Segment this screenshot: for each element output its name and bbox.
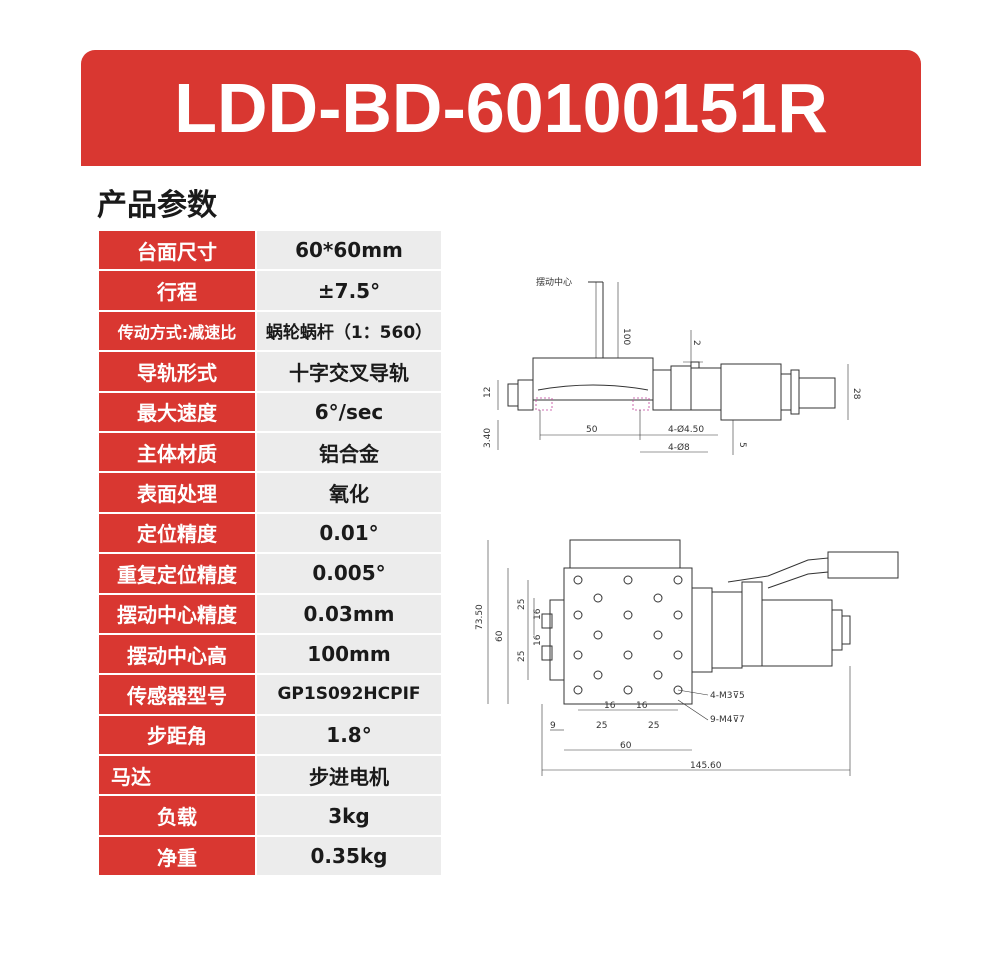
dim-label: 60 <box>620 741 632 751</box>
spec-value: 3kg <box>255 794 443 837</box>
swing-center-label: 摆动中心 <box>536 276 572 288</box>
product-model-title: LDD-BD-60100151R <box>174 69 828 147</box>
spec-value: 十字交叉导轨 <box>255 350 443 393</box>
dim-label: 2 <box>691 340 701 346</box>
spec-label: 传感器型号 <box>97 673 257 716</box>
dim-label: 60 <box>495 630 505 642</box>
table-row: 传动方式:减速比 蜗轮蜗杆（1：560） <box>97 309 443 353</box>
dim-label: 16 <box>533 608 543 620</box>
spec-label: 重复定位精度 <box>97 552 257 595</box>
spec-value: 铝合金 <box>255 430 443 474</box>
dim-label: 16 <box>604 701 616 711</box>
dim-label: 25 <box>517 651 527 662</box>
side-view-labels: 摆动中心 100 2 12 28 3.40 50 4-Ø4.50 4-Ø8 5 <box>483 276 861 453</box>
dim-label: 25 <box>517 599 527 610</box>
dim-label: 25 <box>648 721 659 731</box>
spec-value: 蜗轮蜗杆（1：560） <box>255 309 443 353</box>
spec-value: 0.03mm <box>255 592 443 635</box>
dim-label: 16 <box>533 634 543 646</box>
spec-label: 定位精度 <box>97 511 257 555</box>
spec-value: 氧化 <box>255 471 443 514</box>
table-row: 行程 ±7.5° <box>97 269 443 312</box>
dim-label: 4-M3⊽5 <box>710 691 745 701</box>
spec-value: 1.8° <box>255 713 443 757</box>
spec-label: 传动方式:减速比 <box>97 309 257 353</box>
table-row: 主体材质 铝合金 <box>97 430 443 474</box>
spec-label: 摆动中心高 <box>97 632 257 676</box>
dim-label: 3.40 <box>483 428 493 448</box>
side-view <box>497 281 849 455</box>
table-row: 定位精度 0.01° <box>97 511 443 555</box>
spec-label: 摆动中心精度 <box>97 592 257 635</box>
dim-label: 9-M4⊽7 <box>710 715 745 725</box>
spec-value: ±7.5° <box>255 269 443 312</box>
dim-label: 9 <box>550 721 556 731</box>
spec-label: 净重 <box>97 834 257 878</box>
spec-label: 表面处理 <box>97 471 257 514</box>
spec-label: 主体材质 <box>97 430 257 474</box>
table-row: 导轨形式 十字交叉导轨 <box>97 350 443 393</box>
spec-label: 行程 <box>97 269 257 312</box>
dim-label: 5 <box>737 442 747 448</box>
dim-label: 12 <box>483 387 493 398</box>
section-title: 产品参数 <box>97 188 217 223</box>
spec-label: 台面尺寸 <box>97 228 257 272</box>
spec-value: 0.35kg <box>255 834 443 878</box>
spec-value: GP1S092HCPIF <box>255 673 443 716</box>
spec-label: 步距角 <box>97 713 257 757</box>
dim-label: 100 <box>621 328 631 345</box>
dim-label: 4-Ø4.50 <box>668 424 704 435</box>
spec-label: 马达 <box>97 754 257 797</box>
spec-value: 步进电机 <box>255 754 443 797</box>
spec-label: 最大速度 <box>97 390 257 433</box>
spec-value: 0.005° <box>255 552 443 595</box>
spec-value: 6°/sec <box>255 390 443 433</box>
dim-label: 4-Ø8 <box>668 442 690 453</box>
title-banner: LDD-BD-60100151R <box>81 50 921 166</box>
top-view <box>487 539 899 776</box>
table-row: 摆动中心精度 0.03mm <box>97 592 443 635</box>
dim-label: 16 <box>636 701 648 711</box>
dim-label: 50 <box>586 425 598 435</box>
spec-value: 0.01° <box>255 511 443 555</box>
table-row: 表面处理 氧化 <box>97 471 443 514</box>
spec-value: 60*60mm <box>255 228 443 272</box>
table-row: 台面尺寸 60*60mm <box>97 228 443 272</box>
table-row: 重复定位精度 0.005° <box>97 552 443 595</box>
dim-label: 73.50 <box>475 604 485 630</box>
dim-label: 28 <box>851 388 861 400</box>
table-row: 马达 步进电机 <box>97 754 443 797</box>
dim-label: 145.60 <box>690 761 722 771</box>
spec-table: 台面尺寸 60*60mm 行程 ±7.5° 传动方式:减速比 蜗轮蜗杆（1：56… <box>97 228 443 878</box>
table-row: 步距角 1.8° <box>97 713 443 757</box>
spec-label: 导轨形式 <box>97 350 257 393</box>
table-row: 传感器型号 GP1S092HCPIF <box>97 673 443 716</box>
spec-value: 100mm <box>255 632 443 676</box>
dim-label: 25 <box>596 721 607 731</box>
table-row: 最大速度 6°/sec <box>97 390 443 433</box>
table-row: 负载 3kg <box>97 794 443 837</box>
top-view-labels: 73.50 60 25 16 16 25 4-M3⊽5 9-M4⊽7 9 25 … <box>475 599 745 771</box>
spec-label: 负载 <box>97 794 257 837</box>
technical-drawing: 摆动中心 100 2 12 28 3.40 50 4-Ø4.50 4-Ø8 5 <box>475 276 899 776</box>
table-row: 净重 0.35kg <box>97 834 443 878</box>
table-row: 摆动中心高 100mm <box>97 632 443 676</box>
